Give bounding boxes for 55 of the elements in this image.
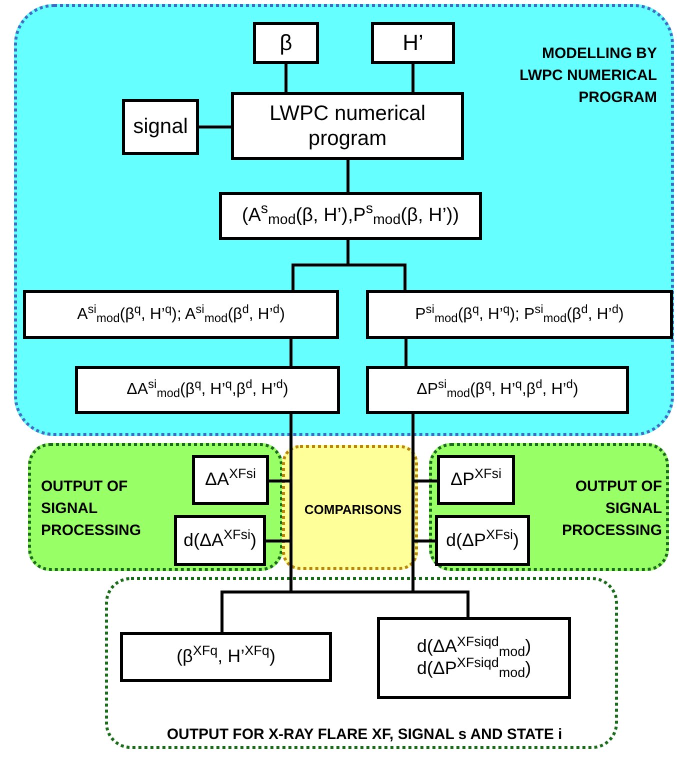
connector-line	[290, 414, 292, 445]
process-box	[371, 22, 455, 64]
process-box	[253, 22, 319, 64]
connector-line	[219, 568, 471, 634]
process-box	[174, 515, 266, 566]
process-box	[437, 455, 515, 505]
process-box	[435, 515, 530, 566]
formula-text: LWPC numerical program	[268, 100, 426, 152]
region-heading: MODELLING BY LWPC NUMERICAL PROGRAM	[520, 45, 657, 106]
process-box	[219, 192, 482, 240]
region-panel	[14, 4, 674, 436]
connector-line	[266, 540, 291, 542]
region-heading: COMPARISONS	[304, 502, 402, 517]
region-panel	[282, 445, 418, 570]
process-box	[23, 290, 339, 339]
process-box	[366, 290, 673, 339]
formula-text: d(ΔP$^{XFsiqd}$$_{mod}$)	[416, 658, 532, 680]
connector-line	[346, 240, 406, 290]
formula-text: ΔA$^{XFsi}$	[204, 469, 256, 491]
connector-line	[290, 339, 292, 366]
connector-line	[199, 126, 231, 128]
formula-text: A$^{si}$$_{mod}$(β$^{q}$, H’$^{q}$); A$^{si}$$_{mod}$(β$^{d}$, H’$^{d}$)	[77, 304, 285, 324]
connector-line	[413, 480, 437, 482]
formula-text: P$^{si}$$_{mod}$(β$^{q}$, H’$^{q}$); P$^{si}$$_{mod}$(β$^{d}$, H’$^{d}$)	[415, 304, 624, 324]
connector-line	[404, 339, 408, 366]
process-box	[377, 617, 571, 699]
formula-text: (β$^{XFq}$, H’$^{XFq}$)	[176, 646, 276, 668]
formula-text: ΔP$^{XFsi}$	[450, 469, 502, 491]
formula-text: ΔA$^{si}$$_{mod}$(β$^{q}$, H’$^{q}$,β$^{d}$, H’$^{d}$)	[126, 380, 288, 400]
formula-text: (A$^{s}$$_{mod}$(β, H’),P$^{s}$$_{mod}$(β, H’))	[242, 204, 460, 228]
formula-text: signal	[133, 114, 188, 140]
process-box	[75, 366, 340, 414]
connector-line	[346, 160, 350, 192]
formula-text: H’	[402, 30, 424, 56]
process-box	[366, 366, 629, 414]
region-heading: OUTPUT FOR X-RAY FLARE XF, SIGNAL s AND STATE i	[166, 726, 562, 743]
region-heading: OUTPUT OF SIGNAL PROCESSING	[562, 478, 662, 538]
connector-line	[412, 64, 414, 92]
formula-text: d(ΔA$^{XFsi}$)	[183, 530, 257, 552]
connector-line	[269, 480, 291, 482]
region-panel	[105, 577, 618, 749]
region-panel	[429, 443, 669, 571]
region-panel	[28, 443, 283, 571]
process-box	[231, 92, 464, 160]
process-box	[192, 455, 269, 505]
process-box	[122, 99, 199, 155]
connector-line	[284, 64, 288, 92]
process-box	[120, 632, 332, 682]
formula-text: d(ΔA$^{XFsiqd}$$_{mod}$)	[416, 636, 532, 658]
formula-text: β	[280, 30, 292, 56]
formula-text: d(ΔP$^{XFsi}$)	[446, 530, 520, 552]
region-heading: OUTPUT OF SIGNAL PROCESSING	[41, 478, 142, 538]
connector-line	[413, 540, 435, 542]
connector-line	[412, 414, 414, 445]
formula-text: ΔP$^{si}$$_{mod}$(β$^{q}$, H’$^{q}$,β$^{d}$, H’$^{d}$)	[416, 380, 578, 400]
